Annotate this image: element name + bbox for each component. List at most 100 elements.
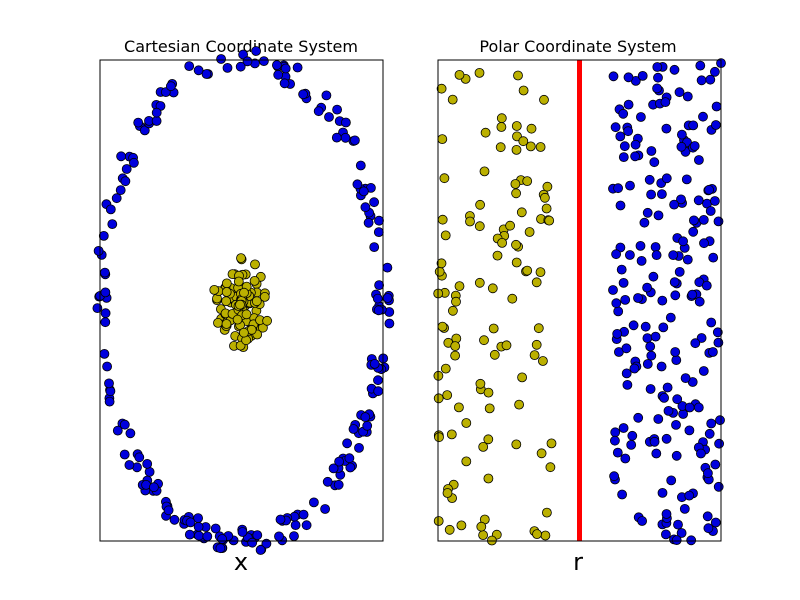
inner-class-point — [483, 473, 494, 484]
outer-ring-point — [251, 46, 262, 56]
outer-class-point — [637, 71, 648, 81]
outer-class-point — [652, 83, 662, 94]
inner-class-point — [545, 462, 556, 473]
outer-ring-point — [313, 106, 324, 117]
outer-class-point — [661, 433, 672, 444]
outer-ring-point — [373, 227, 384, 238]
inner-class-point — [497, 237, 508, 248]
outer-class-point — [610, 435, 620, 446]
outer-class-point — [618, 277, 629, 288]
outer-class-point — [668, 250, 679, 261]
outer-ring-point — [301, 520, 312, 531]
inner-class-point — [539, 94, 549, 105]
outer-class-point — [698, 111, 708, 122]
outer-ring-point — [247, 537, 258, 548]
outer-class-point — [613, 306, 624, 317]
inner-class-point — [511, 121, 522, 131]
outer-class-point — [710, 66, 720, 77]
outer-ring-point — [360, 202, 371, 213]
outer-ring-point — [355, 160, 366, 171]
outer-class-point — [657, 487, 668, 498]
outer-class-point — [666, 475, 677, 486]
outer-class-point — [713, 337, 724, 348]
outer-class-point — [617, 489, 627, 500]
outer-ring-point — [382, 262, 393, 273]
outer-class-point — [682, 254, 693, 265]
outer-ring-point — [369, 197, 380, 208]
outer-class-point — [699, 238, 709, 249]
outer-class-point — [626, 439, 637, 450]
outer-class-point — [635, 240, 646, 251]
outer-class-point — [628, 320, 639, 331]
inner-class-point — [453, 402, 464, 413]
inner-class-point — [437, 214, 448, 225]
inner-class-point — [514, 399, 524, 410]
outer-class-point — [684, 490, 695, 501]
outer-ring-point — [116, 151, 126, 162]
cartesian-x-label: x — [234, 548, 248, 576]
outer-class-point — [694, 296, 705, 307]
outer-class-point — [622, 379, 633, 390]
outer-class-point — [620, 294, 631, 305]
outer-ring-point — [193, 530, 204, 541]
outer-class-point — [671, 355, 682, 366]
outer-ring-point — [292, 62, 303, 73]
inner-class-point — [492, 250, 503, 261]
outer-ring-point — [331, 132, 342, 143]
outer-ring-point — [290, 520, 301, 530]
outer-class-point — [660, 97, 671, 107]
inner-class-point — [507, 293, 518, 304]
outer-class-point — [687, 289, 698, 300]
inner-ring-point — [221, 287, 232, 297]
inner-class-point — [436, 83, 447, 94]
inner-class-point — [524, 227, 535, 237]
inner-class-point — [541, 203, 552, 214]
inner-class-point — [518, 136, 529, 147]
inner-class-point — [483, 434, 494, 445]
inner-ring-point — [235, 299, 245, 310]
outer-class-point — [649, 157, 660, 168]
inner-class-point — [510, 179, 521, 189]
inner-class-point — [517, 372, 527, 383]
outer-ring-point — [369, 242, 380, 253]
outer-class-point — [609, 471, 619, 482]
outer-class-point — [608, 285, 618, 295]
inner-ring-point — [233, 276, 244, 287]
outer-class-point — [684, 425, 695, 436]
outer-class-point — [648, 271, 659, 282]
outer-ring-point — [104, 378, 114, 389]
outer-class-point — [612, 447, 623, 458]
outer-class-point — [616, 264, 627, 275]
outer-class-point — [661, 173, 672, 184]
outer-class-point — [672, 394, 683, 405]
inner-class-point — [484, 403, 495, 414]
outer-class-point — [650, 331, 661, 342]
inner-class-point — [542, 181, 553, 192]
inner-class-point — [446, 429, 457, 440]
outer-class-point — [670, 347, 681, 357]
outer-class-point — [663, 405, 674, 416]
inner-ring-point — [213, 317, 223, 328]
outer-ring-point — [93, 245, 104, 256]
outer-class-point — [711, 101, 722, 112]
inner-class-point — [450, 341, 461, 352]
outer-ring-point — [373, 375, 383, 386]
inner-class-point — [535, 267, 546, 278]
inner-class-point — [531, 339, 542, 350]
outer-class-point — [642, 207, 653, 218]
outer-class-point — [613, 183, 623, 194]
outer-class-point — [612, 328, 623, 339]
outer-ring-point — [217, 534, 228, 544]
inner-ring-point — [249, 275, 260, 286]
outer-class-point — [636, 112, 646, 122]
outer-ring-point — [119, 419, 130, 430]
outer-class-point — [610, 427, 621, 438]
outer-class-point — [671, 419, 681, 430]
outer-class-point — [618, 423, 629, 433]
inner-class-point — [511, 439, 522, 450]
outer-class-point — [674, 87, 685, 98]
outer-ring-point — [107, 219, 118, 230]
outer-ring-point — [298, 89, 309, 100]
outer-class-point — [657, 189, 667, 200]
inner-class-point — [434, 432, 444, 443]
